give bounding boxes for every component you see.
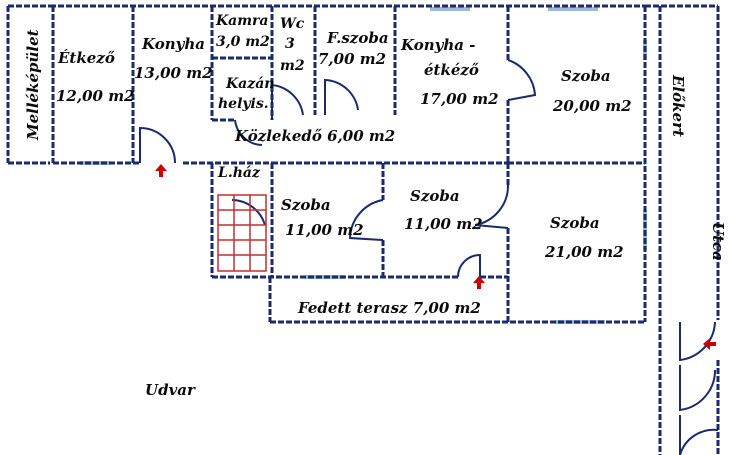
label-szoba-11b: Szoba bbox=[410, 187, 460, 205]
label-konyha-etkezo: Konyha - bbox=[400, 36, 475, 54]
label-etkezo-area: 12,00 m2 bbox=[56, 87, 135, 105]
label-fszoba-area: 7,00 m2 bbox=[318, 50, 386, 68]
label-lhaz: L.ház bbox=[217, 165, 261, 181]
entry-arrow-icon bbox=[155, 164, 167, 177]
label-wc-unit: m2 bbox=[280, 58, 305, 74]
label-kozlekedo: Közlekedő 6,00 m2 bbox=[234, 127, 395, 145]
staircase bbox=[217, 194, 267, 272]
label-konyha-etkezo-area: 17,00 m2 bbox=[420, 90, 499, 108]
door bbox=[231, 199, 266, 226]
label-mellekepulet: Melléképület bbox=[24, 29, 42, 141]
label-szoba-11b-area: 11,00 m2 bbox=[404, 215, 483, 233]
label-szoba-20: Szoba bbox=[561, 67, 611, 85]
label-kazan: Kazán bbox=[225, 76, 274, 92]
label-konyha-etkezo-sub: étkéző bbox=[424, 61, 479, 79]
label-kamra-area: 3,0 m2 bbox=[216, 34, 270, 50]
door bbox=[474, 184, 510, 229]
label-szoba-21: Szoba bbox=[550, 214, 600, 232]
door bbox=[348, 199, 384, 241]
gate bbox=[679, 365, 717, 412]
entry-arrow-icon bbox=[703, 338, 716, 350]
label-kamra: Kamra bbox=[215, 13, 269, 29]
label-wc: Wc bbox=[280, 16, 305, 32]
label-konyha-area: 13,00 m2 bbox=[134, 64, 213, 82]
label-szoba-11a-area: 11,00 m2 bbox=[285, 221, 364, 239]
gate bbox=[679, 321, 716, 362]
doors bbox=[139, 59, 719, 455]
label-udvar: Udvar bbox=[145, 381, 196, 399]
label-kazan-sub: helyis. bbox=[218, 96, 269, 112]
door bbox=[234, 119, 263, 146]
label-fszoba: F.szoba bbox=[326, 29, 389, 47]
door bbox=[139, 126, 176, 164]
door bbox=[457, 253, 481, 278]
label-szoba-21-area: 21,00 m2 bbox=[544, 243, 624, 261]
door bbox=[324, 78, 359, 115]
label-elokert: Előkert bbox=[669, 74, 687, 137]
stair-outline bbox=[217, 194, 267, 272]
walls bbox=[6, 4, 720, 455]
door bbox=[271, 83, 304, 120]
gate bbox=[679, 415, 719, 455]
label-etkezo: Étkező bbox=[57, 49, 115, 67]
label-wc-num: 3 bbox=[285, 36, 295, 52]
room-labels: Melléképület Étkező 12,00 m2 Konyha 13,0… bbox=[24, 13, 727, 399]
entry-arrows bbox=[155, 164, 716, 350]
door bbox=[507, 59, 537, 101]
label-utca: Utca bbox=[709, 222, 727, 261]
label-fedett-terasz: Fedett terasz 7,00 m2 bbox=[297, 299, 481, 317]
entry-arrow-icon bbox=[473, 276, 485, 289]
label-szoba-20-area: 20,00 m2 bbox=[552, 97, 632, 115]
label-konyha: Konyha bbox=[141, 35, 205, 53]
label-szoba-11a: Szoba bbox=[281, 196, 331, 214]
